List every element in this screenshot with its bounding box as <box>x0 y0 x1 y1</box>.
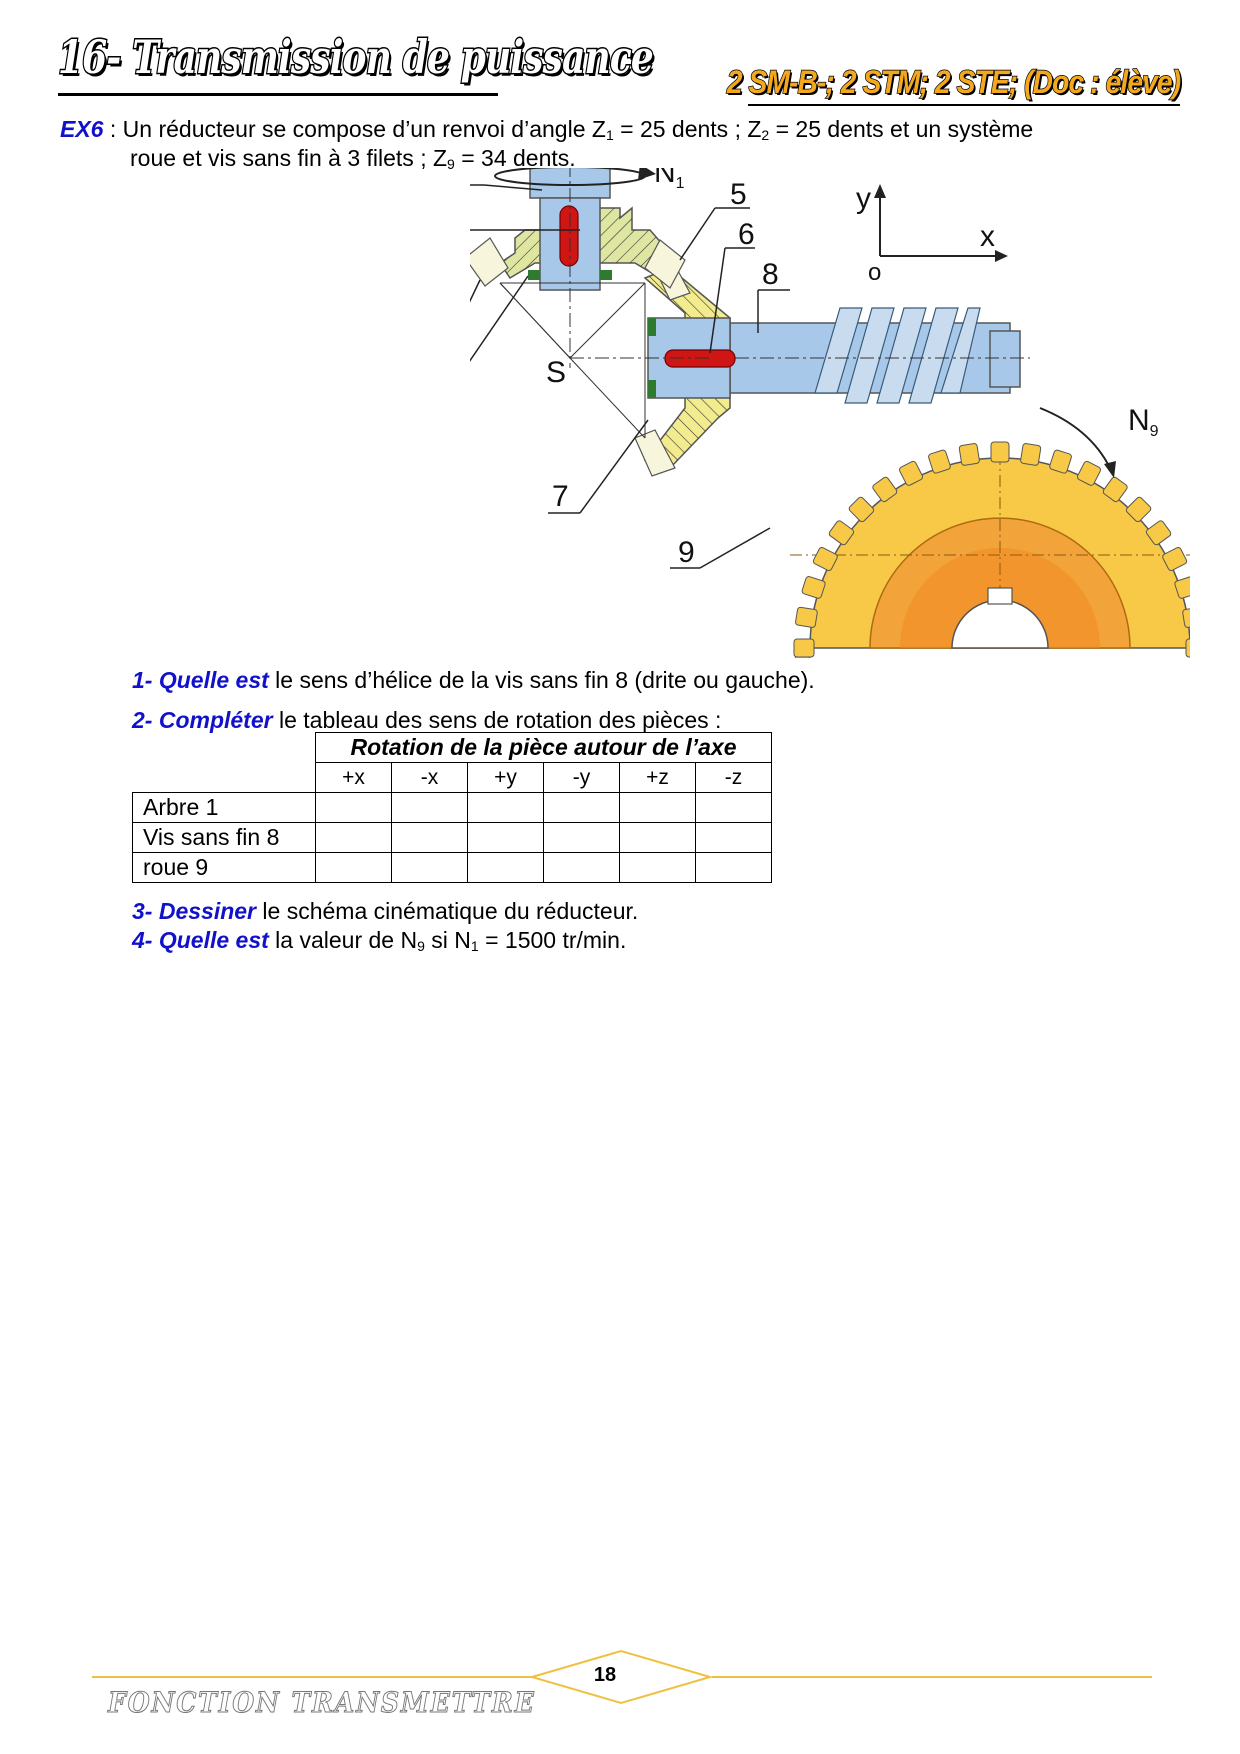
footer-rule-right <box>712 1676 1152 1678</box>
table-row: roue 9 <box>132 852 772 883</box>
exercise-intro-line-2: roue et vis sans fin à 3 filets ; Z9 = 3… <box>130 145 576 172</box>
wheel-tooth <box>1145 520 1172 546</box>
table-row: Arbre 1 <box>132 792 772 823</box>
question-2: 2- Compléter le tableau des sens de rota… <box>132 707 722 733</box>
wheel-tooth <box>1125 496 1152 523</box>
apex-label: S <box>546 356 566 389</box>
axis-x-label: x <box>980 220 995 253</box>
answer-cell[interactable] <box>695 822 772 853</box>
label-5: 5 <box>730 178 747 211</box>
axis-header: +x <box>315 762 392 793</box>
wheel-tooth <box>848 496 875 523</box>
class-levels: 2 SM-B-; 2 STM; 2 STE; (Doc : élève) <box>726 63 1182 101</box>
label-9: 9 <box>678 536 695 569</box>
wheel-tooth <box>1185 638 1190 658</box>
wheel-tooth <box>793 638 815 658</box>
wheel-tooth <box>1020 443 1042 466</box>
wheel-tooth <box>828 520 855 546</box>
wheel-teeth <box>793 441 1190 658</box>
worm-screw-8 <box>710 307 1030 404</box>
shaft-1 <box>528 168 612 368</box>
table-row: Vis sans fin 8 <box>132 822 772 853</box>
rotation-arrow-n1 <box>494 168 656 186</box>
page-number-badge <box>528 1649 714 1705</box>
answer-cell[interactable] <box>467 852 544 883</box>
wheel-tooth <box>795 606 818 628</box>
wheel-tooth <box>1102 476 1128 503</box>
wheel-tooth <box>898 460 924 486</box>
class-levels-underline <box>748 104 1180 106</box>
wheel-tooth <box>1162 546 1188 572</box>
label-8: 8 <box>762 258 779 291</box>
table-header: Rotation de la pièce autour de l’axe <box>315 732 772 763</box>
answer-cell[interactable] <box>619 792 696 823</box>
wheel-tooth <box>928 449 951 474</box>
row-label: roue 9 <box>132 852 316 883</box>
wheel-tooth <box>872 476 898 503</box>
answer-cell[interactable] <box>315 852 392 883</box>
footer-rule-left <box>92 1676 532 1678</box>
question-1: 1- Quelle est le sens d’hélice de la vis… <box>132 667 815 693</box>
answer-cell[interactable] <box>543 822 620 853</box>
answer-cell[interactable] <box>543 852 620 883</box>
footer-label: FONCTION TRANSMETTRE <box>108 1686 536 1720</box>
title-underline <box>58 93 498 96</box>
answer-cell[interactable] <box>467 792 544 823</box>
label-6: 6 <box>738 218 755 251</box>
answer-cell[interactable] <box>315 822 392 853</box>
row-label: Arbre 1 <box>132 792 316 823</box>
axis-y-label: y <box>856 182 871 215</box>
page-number: 18 <box>593 1664 617 1686</box>
reducer-drawing: 1 2 3 4 5 6 8 7 9 S N1 N9 y x o <box>470 168 1190 658</box>
leader-lines <box>470 184 790 569</box>
answer-cell[interactable] <box>315 792 392 823</box>
answer-cell[interactable] <box>391 792 468 823</box>
row-label: Vis sans fin 8 <box>132 822 316 853</box>
exercise-intro-line-1: EX6 : Un réducteur se compose d’un renvo… <box>60 116 1034 143</box>
answer-cell[interactable] <box>391 822 468 853</box>
rotation-arrow-n9 <box>1039 407 1111 469</box>
wheel-tooth <box>1076 460 1102 486</box>
document-title: 16- Transmission de puissance <box>57 29 655 86</box>
answer-cell[interactable] <box>543 792 620 823</box>
question-4: 4- Quelle est la valeur de N9 si N1 = 15… <box>132 927 627 954</box>
answer-cell[interactable] <box>695 852 772 883</box>
axis-header: -z <box>695 762 772 793</box>
answer-cell[interactable] <box>619 852 696 883</box>
answer-cell[interactable] <box>391 852 468 883</box>
speed-n9: N9 <box>1128 404 1159 440</box>
answer-cell[interactable] <box>695 792 772 823</box>
wheel-tooth <box>1049 449 1072 474</box>
wheel-tooth <box>958 443 980 466</box>
axis-origin-label: o <box>868 259 881 286</box>
worm-wheel-9 <box>790 453 1190 658</box>
answer-cell[interactable] <box>619 822 696 853</box>
axis-header: +z <box>619 762 696 793</box>
wheel-tooth <box>1174 576 1190 599</box>
wheel-tooth <box>990 441 1010 463</box>
axis-system <box>874 184 1008 262</box>
question-3: 3- Dessiner le schéma cinématique du réd… <box>132 898 639 924</box>
exercise-id: EX6 <box>60 116 104 142</box>
axis-header: +y <box>467 762 544 793</box>
bevel-gear-7 <box>634 255 736 477</box>
rotation-table: Rotation de la pièce autour de l’axe +x … <box>132 732 772 883</box>
wheel-tooth <box>1182 606 1190 628</box>
label-7: 7 <box>552 480 569 513</box>
axis-header: -y <box>543 762 620 793</box>
pitch-cone-lines <box>499 282 710 439</box>
wheel-tooth <box>801 576 826 599</box>
axis-header: -x <box>391 762 468 793</box>
answer-cell[interactable] <box>467 822 544 853</box>
wheel-tooth <box>812 546 838 572</box>
speed-n1: N1 <box>654 168 685 192</box>
